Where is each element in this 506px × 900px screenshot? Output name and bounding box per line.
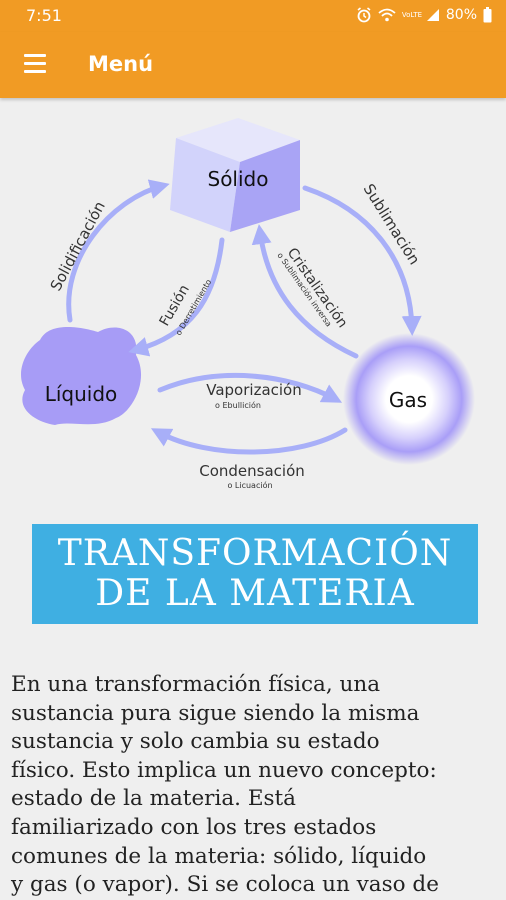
title-line-1: TRANSFORMACIÓN: [57, 533, 453, 574]
status-bar: 7:51 VoLTE 80%: [0, 0, 506, 32]
gas-label: Gas: [389, 388, 427, 412]
body-paragraph: En una transformación física, una sustan…: [11, 671, 499, 900]
hamburger-icon[interactable]: [24, 54, 46, 74]
arrow-sublimation: [302, 185, 422, 336]
status-icons: VoLTE 80%: [356, 7, 492, 23]
wifi-icon: [378, 8, 396, 22]
body-line: En una transformación física, una: [11, 672, 381, 697]
body-line: comunes de la materia: sólido, líquido: [11, 843, 427, 869]
app-bar: Menú: [0, 32, 506, 98]
arrow-solidification: [66, 179, 170, 323]
battery-percent: 80%: [445, 7, 477, 23]
arrow-fusion: [128, 237, 225, 357]
arrow-crystallization: [251, 224, 359, 359]
vaporization-label: Vaporización: [206, 381, 302, 399]
solidification-label: Solidificación: [47, 198, 109, 294]
body-line: físico. Esto implica un nuevo concepto:: [11, 757, 437, 783]
signal-icon: [426, 8, 440, 22]
body-line: familiarizado con los tres estados: [11, 814, 377, 840]
solid-label: Sólido: [208, 167, 269, 191]
arrow-condensation: [150, 427, 348, 455]
body-line: estado de la materia. Está: [11, 786, 297, 812]
condensation-sub-label: o Licuación: [227, 480, 272, 490]
liquid-blob: [21, 327, 142, 425]
liquid-label: Líquido: [45, 382, 118, 406]
body-line: sustancia pura sigue siendo la misma: [11, 700, 420, 726]
battery-icon: [483, 7, 492, 23]
solid-cube: [170, 118, 300, 232]
crystallization-label: Cristalización: [284, 245, 351, 331]
vaporization-sub-label: o Ebullición: [215, 400, 261, 410]
lte-icon: VoLTE: [401, 10, 423, 19]
arrow-vaporization: [157, 372, 343, 403]
status-time: 7:51: [26, 6, 62, 25]
app-bar-title: Menú: [88, 52, 154, 76]
condensation-label: Condensación: [199, 462, 305, 480]
gas-glow: [343, 333, 475, 465]
title-banner: TRANSFORMACIÓN DE LA MATERIA: [32, 524, 478, 624]
title-line-2: DE LA MATERIA: [95, 573, 415, 614]
states-of-matter-diagram: Sólido Líquido Gas Solidificación Sublim…: [21, 118, 475, 490]
body-line: sustancia y solo cambia su estado: [11, 729, 380, 755]
alarm-icon: [356, 7, 372, 23]
body-line: y gas (o vapor). Si se coloca un vaso de: [11, 872, 439, 898]
